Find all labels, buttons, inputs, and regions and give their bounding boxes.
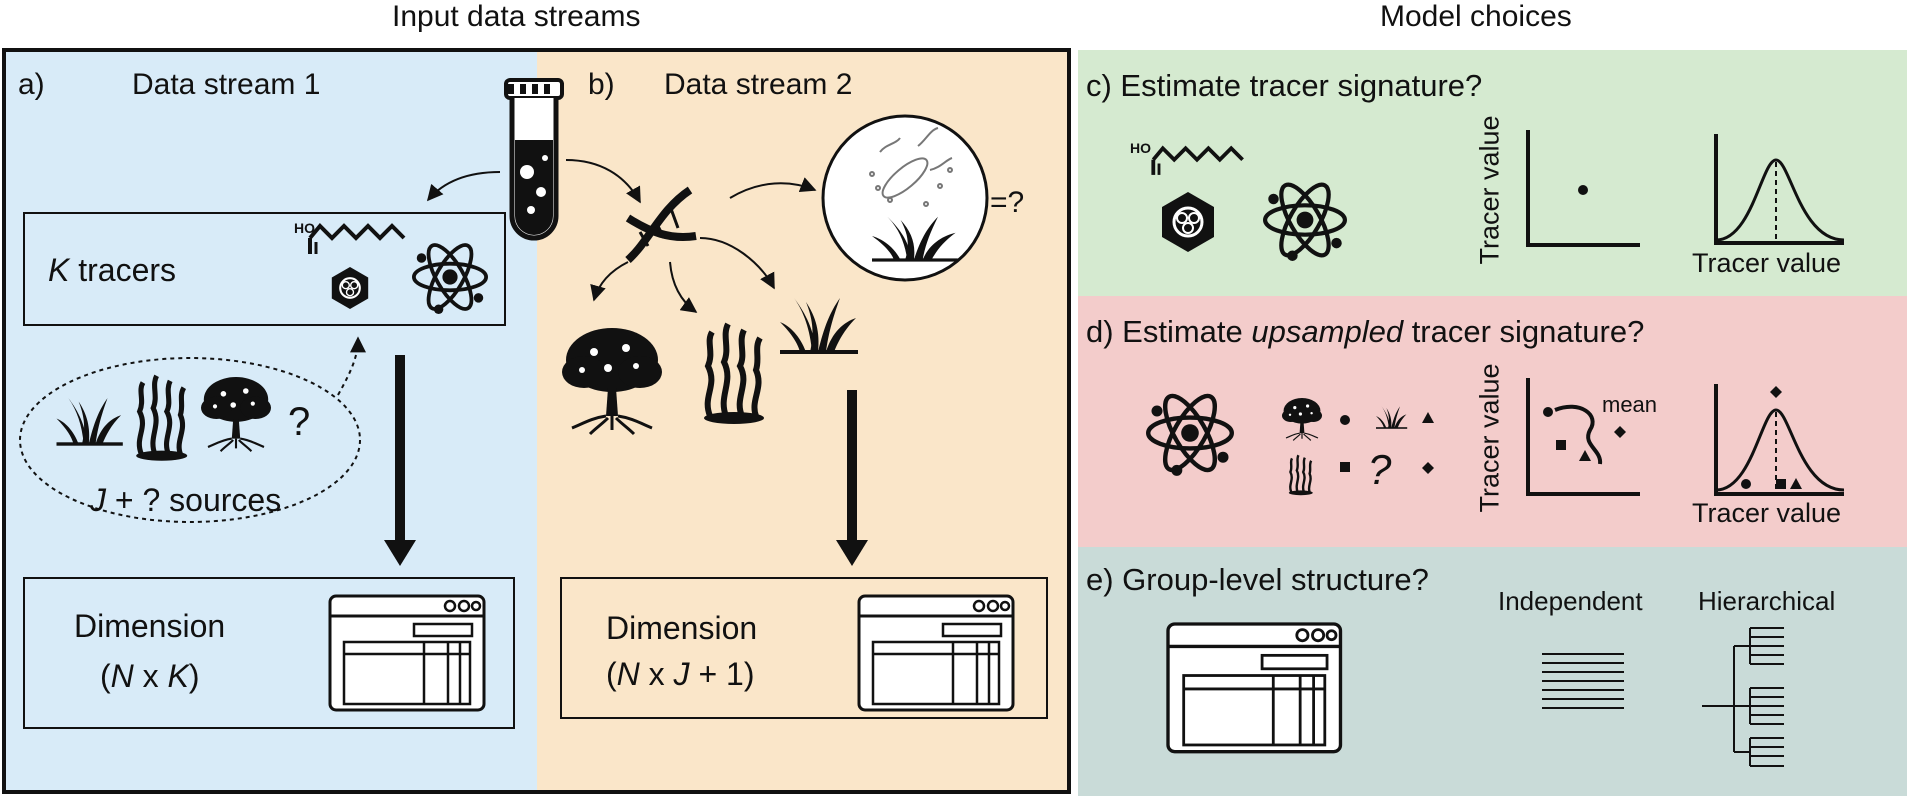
test-tube-icon: [504, 78, 564, 241]
dna-icon: [625, 186, 697, 263]
big-arrow-a-head: [384, 540, 416, 566]
dim-b-n: N: [616, 656, 640, 692]
unknown-source-mark: ?: [288, 400, 311, 444]
dashed-arrow: [337, 336, 366, 396]
independent-lines: [1542, 653, 1624, 709]
header-input-streams: Input data streams: [392, 0, 641, 33]
panel-d-y-label: Tracer value: [1474, 363, 1505, 513]
dimension-box-b: [560, 577, 1048, 719]
point-c1: [1578, 185, 1588, 195]
unknown-marker-d: ?: [1368, 446, 1392, 493]
triangle-point-d1: [1579, 450, 1591, 461]
hierarchical-label: Hierarchical: [1698, 586, 1836, 616]
panel-d-title-suffix: tracer signature?: [1411, 314, 1645, 349]
panel-d-x-label: Tracer value: [1692, 498, 1842, 528]
arrow-dna-to-seaweed: [669, 261, 698, 313]
microbe-circle: [821, 114, 989, 282]
sources-text: + ? sources: [114, 482, 282, 518]
dim-b-open: (: [606, 656, 617, 692]
table-icon-e: [1166, 622, 1343, 754]
diamond-top-d2: [1770, 386, 1782, 398]
panel-a-letter: a): [18, 68, 45, 101]
triangle-marker-d: [1422, 412, 1434, 423]
molecule-label-a: HO: [294, 220, 315, 236]
hierarchical-tree: [1702, 627, 1784, 767]
dim-a-k: K: [167, 658, 189, 694]
arrow-tube-to-dna: [565, 159, 641, 204]
panel-frame: [2, 48, 1071, 794]
panel-b-letter: b): [588, 68, 615, 101]
tracers-label: K tracers: [48, 252, 176, 289]
panel-c-y-label: Tracer value: [1474, 115, 1505, 265]
circle-marker-d: [1340, 415, 1350, 425]
square-point-d2: [1776, 479, 1786, 489]
microbe-icon: [869, 127, 953, 207]
equals-question: =?: [990, 186, 1025, 219]
dim-b-j: J: [673, 656, 690, 692]
bell-curve-d2: [1715, 408, 1845, 492]
dimension-formula-b: (N x J + 1): [606, 656, 754, 693]
dimension-title-a: Dimension: [74, 608, 226, 644]
arrow-tube-to-tracers: [426, 171, 501, 202]
bell-curve-c2: [1715, 158, 1845, 242]
panel-a-title: Data stream 1: [132, 68, 321, 101]
dim-a-x: x: [142, 658, 159, 694]
arrow-dna-to-grass: [699, 237, 775, 290]
circle-point-d1: [1543, 407, 1553, 417]
panel-d-title: d) Estimate upsampled tracer signature?: [1086, 314, 1644, 350]
square-marker-d: [1340, 462, 1350, 472]
circle-point-d2: [1741, 479, 1751, 489]
dim-b-x: x: [648, 656, 665, 692]
panel-c-x-label: Tracer value: [1692, 248, 1842, 278]
triangle-point-d2: [1790, 478, 1802, 489]
panel-c-title: c) Estimate tracer signature?: [1086, 68, 1483, 103]
big-arrow-b-head: [836, 540, 868, 566]
table-icon-b: [857, 594, 1015, 712]
dimension-title-b: Dimension: [606, 610, 758, 646]
panel-d-title-prefix: d) Estimate: [1086, 314, 1243, 349]
tracers-text: tracers: [78, 252, 177, 288]
panel-b-title: Data stream 2: [664, 68, 853, 101]
panel-e-title: e) Group-level structure?: [1086, 562, 1429, 597]
dimension-box-a: [23, 577, 515, 729]
arrow-dna-to-circle: [729, 177, 817, 199]
tracers-var: K: [48, 252, 70, 288]
arrow-dna-to-tree: [590, 261, 629, 302]
dim-a-close: ): [188, 658, 200, 694]
header-model-choices: Model choices: [1380, 0, 1572, 33]
dim-b-tail: + 1): [698, 656, 755, 692]
mean-label: mean: [1602, 392, 1658, 417]
dimension-formula-a: (N x K): [100, 658, 200, 695]
panel-c-bg: [1078, 50, 1907, 296]
sources-ellipse: [19, 357, 361, 523]
diamond-point-d1: [1614, 426, 1626, 438]
sources-var: J: [90, 482, 106, 518]
independent-label: Independent: [1498, 586, 1643, 616]
dim-a-n: N: [110, 658, 134, 694]
dim-a-open: (: [100, 658, 111, 694]
sources-label: J + ? sources: [90, 482, 281, 519]
table-icon-a: [328, 594, 486, 712]
molecule-label-c: HO: [1130, 140, 1151, 156]
diamond-marker-d: [1422, 462, 1434, 474]
panel-d-title-italic: upsampled: [1251, 314, 1404, 349]
square-point-d1: [1556, 440, 1566, 450]
mean-curve-d1: [1554, 404, 1603, 465]
tracers-box: [23, 212, 506, 326]
